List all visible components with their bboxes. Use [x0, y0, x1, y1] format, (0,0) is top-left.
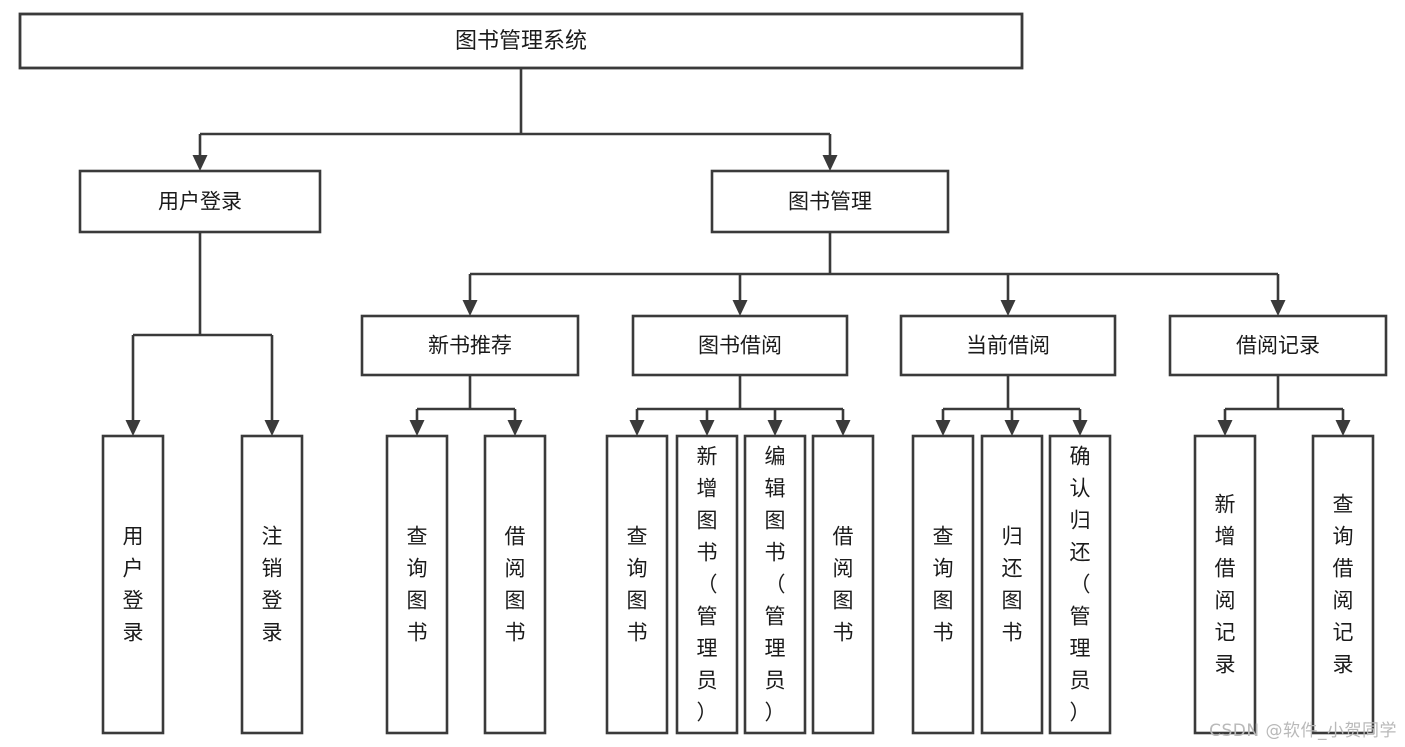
edge-group-root: [192, 68, 838, 171]
edge-group-user-login: [125, 232, 280, 436]
node-label-leaf-borrow-book: 借阅图书: [833, 525, 854, 645]
arrow-head-icon: [1000, 300, 1016, 316]
arrow-head-icon: [1335, 420, 1351, 436]
node-leaf-confirm-return[interactable]: 确认归还（管理员）: [1048, 434, 1112, 735]
arrow-head-icon: [767, 420, 783, 436]
node-box-leaf-confirm-return: [1048, 434, 1112, 735]
node-user-login[interactable]: 用户登录: [78, 169, 322, 234]
arrow-head-icon: [409, 420, 425, 436]
arrow-head-icon: [462, 300, 478, 316]
arrow-head-icon: [1072, 420, 1088, 436]
node-borrow-record[interactable]: 借阅记录: [1168, 314, 1388, 377]
arrow-head-icon: [1270, 300, 1286, 316]
node-layer: 图书管理系统用户登录图书管理新书推荐图书借阅当前借阅借阅记录用户登录注销登录查询…: [18, 12, 1388, 735]
node-leaf-borrow-book[interactable]: 借阅图书: [811, 434, 875, 735]
node-label-leaf-query-book-borrow: 查询图书: [627, 525, 648, 645]
node-leaf-edit-book[interactable]: 编辑图书（管理员）: [743, 434, 807, 735]
node-box-root: [18, 12, 1024, 70]
node-label-leaf-user-login: 用户登录: [123, 525, 144, 645]
node-box-leaf-query-record: [1311, 434, 1375, 735]
node-root[interactable]: 图书管理系统: [18, 12, 1024, 70]
node-label-root: 图书管理系统: [455, 29, 587, 54]
node-leaf-query-book-borrow[interactable]: 查询图书: [605, 434, 669, 735]
node-box-leaf-add-record: [1193, 434, 1257, 735]
node-box-leaf-user-login: [101, 434, 165, 735]
node-label-leaf-query-record: 查询借阅记录: [1333, 493, 1354, 677]
arrow-head-icon: [264, 420, 280, 436]
node-label-leaf-logout: 注销登录: [262, 525, 283, 645]
arrow-head-icon: [1217, 420, 1233, 436]
node-label-leaf-return-book: 归还图书: [1002, 525, 1023, 645]
arrow-head-icon: [192, 155, 208, 171]
node-label-leaf-query-book-current: 查询图书: [933, 525, 954, 645]
connector-layer: [125, 68, 1351, 436]
node-leaf-query-record[interactable]: 查询借阅记录: [1311, 434, 1375, 735]
node-box-leaf-borrow-book-recommend: [483, 434, 547, 735]
node-new-book-recommend[interactable]: 新书推荐: [360, 314, 580, 377]
node-leaf-query-book-current[interactable]: 查询图书: [911, 434, 975, 735]
node-label-new-book-recommend: 新书推荐: [428, 334, 512, 358]
node-box-borrow-record: [1168, 314, 1388, 377]
arrow-head-icon: [699, 420, 715, 436]
node-box-leaf-return-book: [980, 434, 1044, 735]
node-box-leaf-borrow-book: [811, 434, 875, 735]
arrow-head-icon: [629, 420, 645, 436]
node-leaf-return-book[interactable]: 归还图书: [980, 434, 1044, 735]
node-leaf-add-book[interactable]: 新增图书（管理员）: [675, 434, 739, 735]
node-label-current-borrow: 当前借阅: [966, 334, 1050, 358]
node-current-borrow[interactable]: 当前借阅: [899, 314, 1117, 377]
node-box-leaf-add-book: [675, 434, 739, 735]
node-book-manage[interactable]: 图书管理: [710, 169, 950, 234]
arrow-head-icon: [822, 155, 838, 171]
node-leaf-query-book-recommend[interactable]: 查询图书: [385, 434, 449, 735]
node-label-book-borrow: 图书借阅: [698, 334, 782, 358]
edge-group-book-manage: [462, 232, 1286, 316]
edge-group-current-borrow: [935, 375, 1088, 436]
node-label-leaf-edit-book: 编辑图书（管理员）: [765, 445, 786, 725]
edge-group-book-borrow: [629, 375, 851, 436]
node-label-leaf-confirm-return: 确认归还（管理员）: [1070, 445, 1091, 725]
node-label-leaf-add-record: 新增借阅记录: [1215, 493, 1236, 677]
node-box-book-borrow: [631, 314, 849, 377]
arrow-head-icon: [125, 420, 141, 436]
arrow-head-icon: [935, 420, 951, 436]
node-label-book-manage: 图书管理: [788, 190, 872, 214]
node-box-user-login: [78, 169, 322, 234]
edge-group-new-book-recommend: [409, 375, 523, 436]
node-label-leaf-borrow-book-recommend: 借阅图书: [505, 525, 526, 645]
node-label-leaf-query-book-recommend: 查询图书: [407, 525, 428, 645]
node-label-leaf-add-book: 新增图书（管理员）: [697, 445, 718, 725]
node-box-leaf-logout: [240, 434, 304, 735]
node-box-book-manage: [710, 169, 950, 234]
node-book-borrow[interactable]: 图书借阅: [631, 314, 849, 377]
node-leaf-logout[interactable]: 注销登录: [240, 434, 304, 735]
arrow-head-icon: [732, 300, 748, 316]
node-label-user-login: 用户登录: [158, 190, 242, 214]
node-label-borrow-record: 借阅记录: [1236, 334, 1320, 358]
node-leaf-user-login[interactable]: 用户登录: [101, 434, 165, 735]
arrow-head-icon: [507, 420, 523, 436]
node-box-leaf-query-book-current: [911, 434, 975, 735]
node-box-leaf-query-book-borrow: [605, 434, 669, 735]
node-leaf-borrow-book-recommend[interactable]: 借阅图书: [483, 434, 547, 735]
node-leaf-add-record[interactable]: 新增借阅记录: [1193, 434, 1257, 735]
edge-group-borrow-record: [1217, 375, 1351, 436]
arrow-head-icon: [835, 420, 851, 436]
csdn-watermark: CSDN @软件_小贺同学: [1209, 721, 1397, 741]
node-box-current-borrow: [899, 314, 1117, 377]
node-box-leaf-edit-book: [743, 434, 807, 735]
arrow-head-icon: [1004, 420, 1020, 436]
node-box-new-book-recommend: [360, 314, 580, 377]
node-box-leaf-query-book-recommend: [385, 434, 449, 735]
